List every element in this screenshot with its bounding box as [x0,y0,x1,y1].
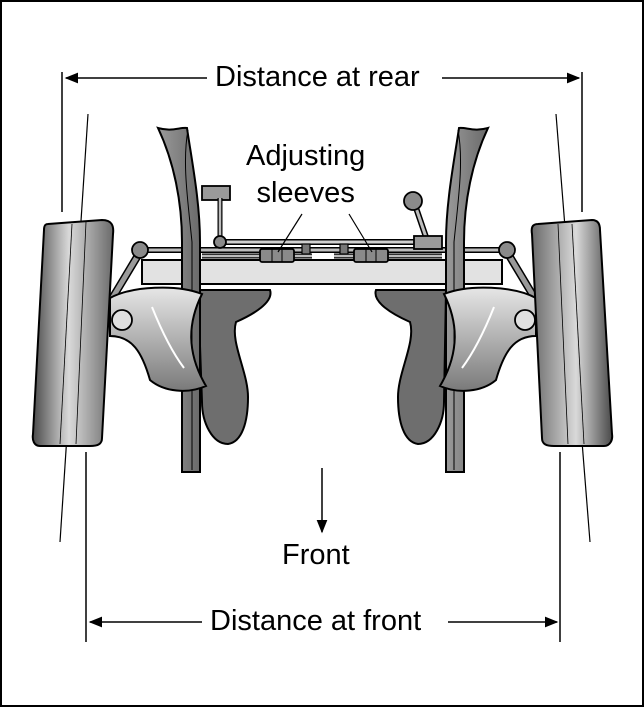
adjusting-label: Adjusting [246,140,366,172]
left-ball-joint [131,241,149,259]
left-steering-knuckle [109,286,208,392]
adjusting-sleeve-left [259,248,295,263]
rear-dimension [61,72,583,212]
right-spring-pad [374,289,448,446]
right-ball-joint [498,241,516,259]
left-spring-pad [196,289,272,446]
front-crossmember [141,259,503,285]
leader-right [348,213,373,253]
adjusting-sleeves-label: Adjusting sleeves [246,138,365,212]
right-front-tire [530,218,614,447]
pitman-arm-knob [403,191,423,211]
front-dimension [85,452,561,642]
left-front-tire [31,218,115,447]
distance-at-front-label: Distance at front [204,607,428,636]
leader-left [277,213,303,253]
distance-at-rear-label: Distance at rear [209,63,426,92]
sleeves-label: sleeves [256,177,355,209]
right-steering-knuckle [438,286,537,392]
tie-rod-assembly [140,185,507,285]
adjusting-sleeve-right [353,248,389,263]
front-direction-label: Front [282,539,350,571]
